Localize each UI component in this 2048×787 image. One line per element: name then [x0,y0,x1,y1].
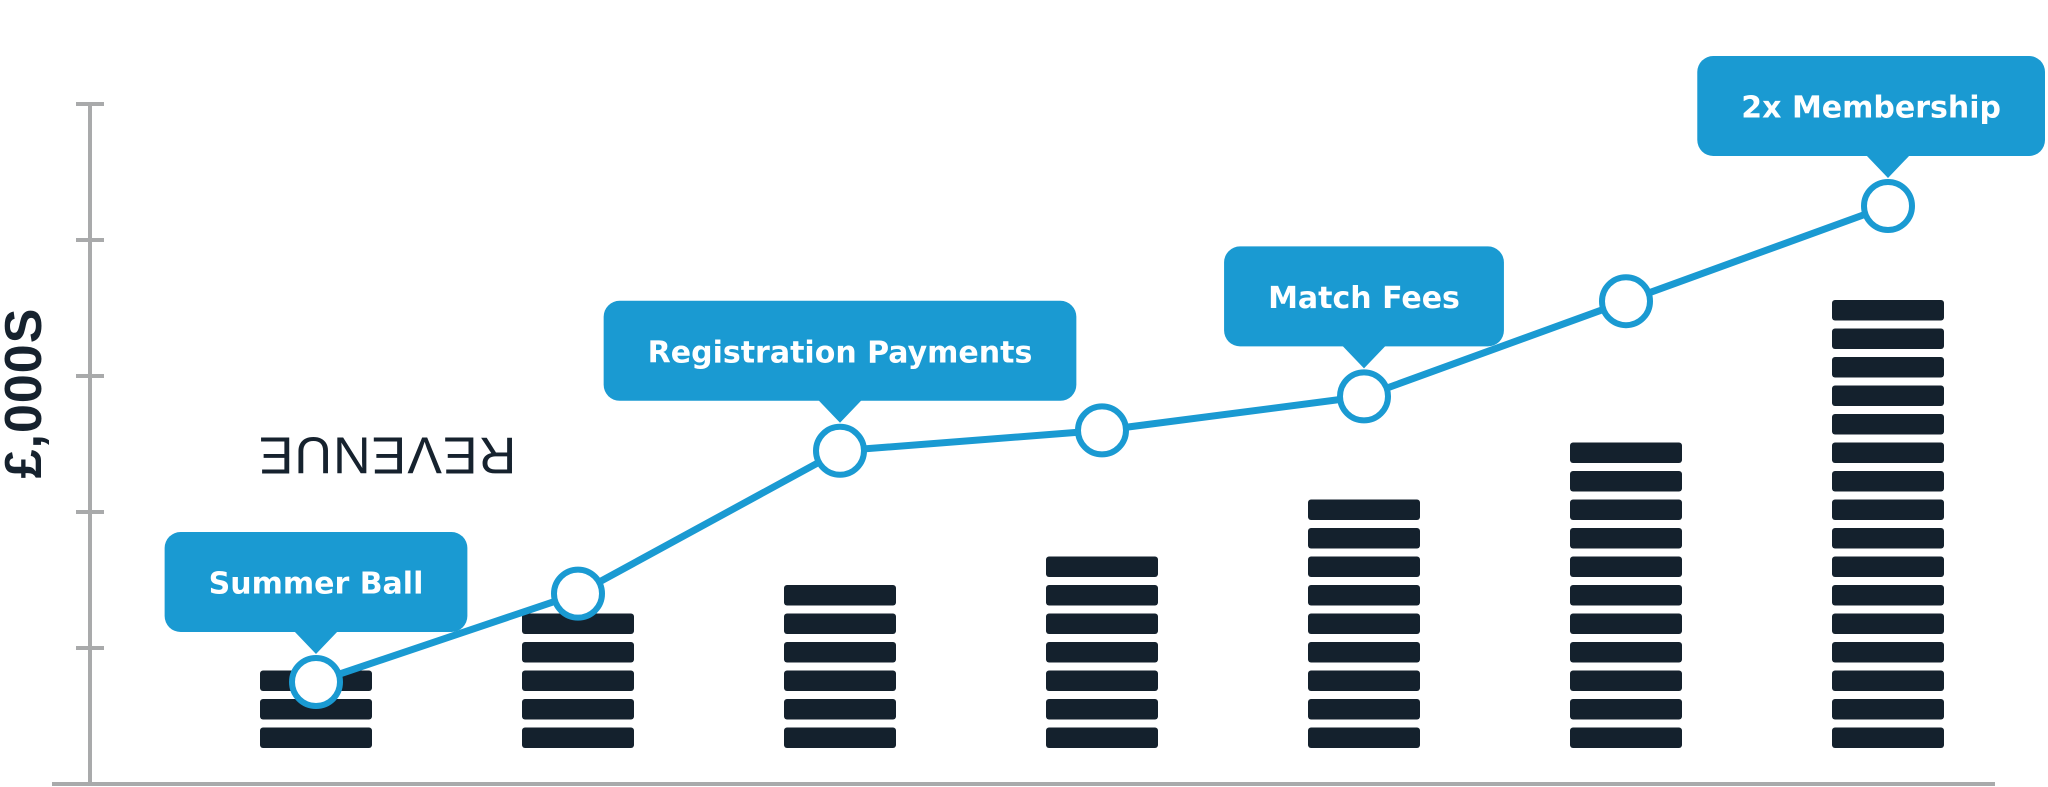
bar-5-segment-7 [1570,528,1682,549]
bar-3-segment-5 [1046,585,1158,606]
callout-1-text: Registration Payments [648,335,1033,370]
callout-2-box [1224,246,1504,347]
bar-3-segment-1 [1046,699,1158,720]
bar-6-segment-2 [1832,670,1944,691]
callout-3-text: 2x Membership [1741,91,2001,126]
line-point-6 [1861,179,1915,233]
bar-3 [1046,556,1158,748]
line-point-1 [551,566,605,621]
bar-6-segment-0 [1832,727,1944,748]
bar-6-segment-1 [1832,699,1944,720]
bar-6-segment-12 [1832,385,1944,406]
bar-5-segment-10 [1570,442,1682,463]
bar-5-segment-5 [1570,585,1682,606]
bar-6-segment-6 [1832,556,1944,577]
bar-6 [1832,300,1944,748]
callout-2: Match Fees [1224,246,1504,369]
line-point-3 [1075,403,1129,458]
bar-2-segment-5 [784,585,896,606]
bar-6-segment-4 [1832,613,1944,634]
bar-6-segment-3 [1832,642,1944,663]
callout-3-pointer [1866,155,1910,178]
callout-1-pointer [818,399,862,423]
bars [260,300,1944,748]
bar-5-segment-9 [1570,471,1682,492]
line-point-5 [1599,274,1653,329]
callout-1-box [603,300,1077,401]
bar-4-segment-8 [1308,499,1420,520]
bar-2-segment-2 [784,670,896,691]
bar-6-segment-13 [1832,357,1944,378]
line-point-0 [289,655,343,709]
bar-5-segment-0 [1570,727,1682,748]
bar-5-segment-2 [1570,670,1682,691]
bar-4-segment-3 [1308,642,1420,663]
callout-0-box [164,532,468,632]
bar-2-segment-4 [784,613,896,634]
bar-3-segment-2 [1046,670,1158,691]
bar-0-segment-1 [260,699,372,720]
axes [52,102,1995,786]
bar-2-segment-1 [784,699,896,720]
bar-6-segment-15 [1832,300,1944,321]
bar-6-segment-14 [1832,328,1944,349]
bar-1-segment-4 [522,613,634,634]
bar-5-segment-8 [1570,499,1682,520]
bar-4-segment-7 [1308,528,1420,549]
bar-6-segment-9 [1832,471,1944,492]
bar-5-segment-1 [1570,699,1682,720]
bar-4-segment-6 [1308,556,1420,577]
callout-0: Summer Ball [164,532,468,654]
bar-6-segment-11 [1832,414,1944,435]
line-point-2 [813,423,867,478]
bar-1-segment-1 [522,699,634,720]
bar-4-segment-5 [1308,585,1420,606]
callout-0-text: Summer Ball [209,567,424,602]
callout-0-pointer [294,631,338,654]
bar-4-segment-2 [1308,670,1420,691]
bar-5-segment-3 [1570,642,1682,663]
bar-4 [1308,499,1420,748]
callout-3-box [1697,56,2045,156]
callouts: Summer Ball Registration Payments Match Fe… [164,56,2045,654]
bar-3-segment-4 [1046,613,1158,634]
bar-6-segment-10 [1832,442,1944,463]
bar-3-segment-0 [1046,727,1158,748]
bar-0-segment-0 [260,727,372,748]
callout-2-text: Match Fees [1268,281,1460,316]
bar-4-segment-0 [1308,727,1420,748]
bar-2-segment-3 [784,642,896,663]
bar-3-segment-6 [1046,556,1158,577]
bar-6-segment-7 [1832,528,1944,549]
bar-2 [784,585,896,748]
bar-6-segment-8 [1832,499,1944,520]
bar-4-segment-1 [1308,699,1420,720]
bar-5-segment-6 [1570,556,1682,577]
bar-6-segment-5 [1832,585,1944,606]
callout-2-pointer [1342,345,1386,369]
bar-1-segment-2 [522,670,634,691]
bar-3-segment-3 [1046,642,1158,663]
bar-1-segment-3 [522,642,634,663]
bar-5-segment-4 [1570,613,1682,634]
callout-1: Registration Payments [603,300,1077,423]
bar-5 [1570,442,1682,748]
bar-1-segment-0 [522,727,634,748]
bar-2-segment-0 [784,727,896,748]
bar-1 [522,613,634,748]
callout-3: 2x Membership [1697,56,2045,178]
bar-4-segment-4 [1308,613,1420,634]
revenue-line [289,179,1915,709]
line-point-4 [1337,369,1391,424]
